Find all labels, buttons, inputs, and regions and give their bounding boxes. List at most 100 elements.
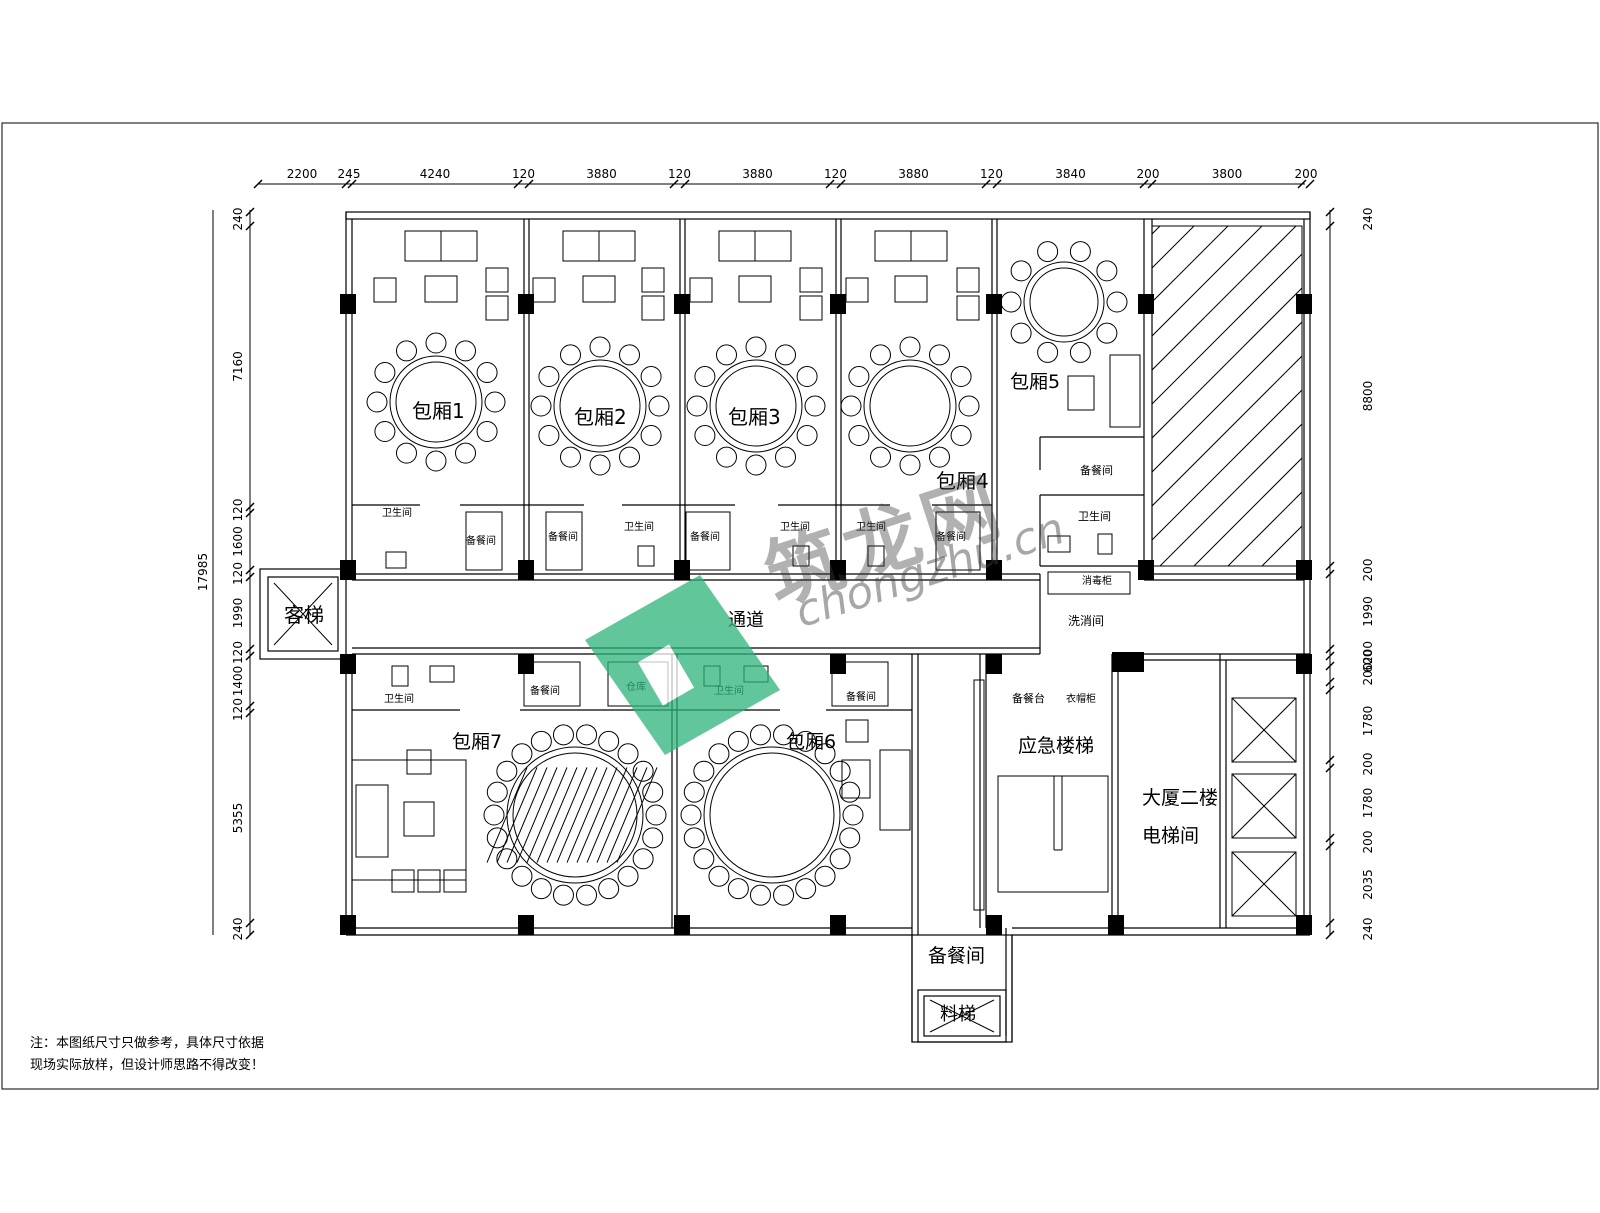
label-elevator-hall-2: 电梯间 — [1142, 825, 1199, 847]
hatch-line — [1159, 423, 1302, 566]
chair — [1069, 341, 1091, 363]
dim-tick — [513, 179, 523, 189]
dim-top-label: 200 — [1137, 167, 1160, 181]
dim-tick — [245, 644, 255, 654]
chair — [484, 391, 506, 413]
chair — [775, 446, 796, 468]
chair — [589, 336, 611, 358]
dim-tick — [245, 221, 255, 231]
chair — [795, 730, 817, 752]
chair — [716, 446, 737, 468]
table-hatch — [486, 767, 528, 863]
chair — [589, 454, 611, 476]
chair — [619, 446, 640, 468]
table-hatch — [586, 767, 628, 863]
chair — [538, 366, 560, 387]
table-hatch — [506, 767, 548, 863]
dim-left-label: 120 — [231, 698, 245, 721]
chair — [530, 730, 552, 752]
dim-left-label: 5355 — [231, 803, 245, 834]
table-top — [389, 355, 483, 449]
chair — [708, 865, 730, 887]
dining-tables — [366, 241, 1128, 906]
chair — [749, 884, 771, 906]
chair — [727, 730, 749, 752]
dim-left-label: 1990 — [231, 598, 245, 629]
hatch-line — [1152, 226, 1229, 303]
chair — [511, 743, 533, 765]
dim-tick — [1325, 661, 1335, 671]
chair — [745, 454, 767, 476]
label-toilet-right: 卫生间 — [1078, 509, 1111, 523]
dim-left-label: 7160 — [231, 351, 245, 382]
chair — [576, 724, 598, 746]
chair — [496, 848, 518, 870]
dim-tick — [347, 179, 357, 189]
dim-left-label: 120 — [231, 641, 245, 664]
column — [518, 915, 534, 935]
dim-tick — [1325, 918, 1335, 928]
chair — [694, 366, 716, 387]
dim-top-label: 3880 — [586, 167, 617, 181]
chair — [425, 332, 447, 354]
label-corridor: 通道 — [728, 610, 764, 631]
chair — [795, 878, 817, 900]
label-box1: 包厢1 — [412, 399, 465, 423]
chair — [929, 446, 950, 468]
column — [830, 560, 846, 580]
label-box3: 包厢3 — [728, 405, 781, 429]
dim-tick — [825, 179, 835, 189]
chair — [950, 366, 972, 387]
dim-tick — [245, 207, 255, 217]
chair — [632, 848, 654, 870]
hatch-line — [1261, 525, 1302, 566]
chair — [486, 781, 508, 803]
column — [340, 654, 356, 674]
dim-tick — [253, 179, 263, 189]
dim-top-label: 120 — [668, 167, 691, 181]
chair — [693, 760, 715, 782]
column — [674, 915, 690, 935]
chair — [455, 340, 476, 362]
chair — [496, 760, 518, 782]
dim-right-label: 240 — [1361, 208, 1375, 231]
column — [1296, 294, 1312, 314]
hatch-line — [1193, 457, 1302, 566]
chair — [552, 884, 574, 906]
dim-tick — [680, 179, 690, 189]
dim-tick — [1325, 677, 1335, 687]
column — [986, 654, 1002, 674]
dim-tick — [1325, 221, 1335, 231]
dim-tick — [1325, 833, 1335, 843]
chair — [829, 848, 851, 870]
chair — [483, 804, 505, 826]
table-top — [1023, 261, 1105, 343]
dim-tick — [669, 179, 679, 189]
dim-tick — [1325, 841, 1335, 851]
chair — [619, 344, 640, 366]
dim-top-label: 120 — [824, 167, 847, 181]
dim-top-label: 200 — [1295, 167, 1318, 181]
dim-tick — [1325, 930, 1335, 940]
dim-total-label: 17985 — [196, 553, 210, 591]
column — [1296, 915, 1312, 935]
dim-tick — [1325, 763, 1335, 773]
dim-right-label: 200 — [1361, 559, 1375, 582]
chair — [530, 395, 552, 417]
dim-tick — [1325, 561, 1335, 571]
chair — [617, 743, 639, 765]
chair — [708, 743, 730, 765]
label-pantry-outer: 备餐间 — [928, 945, 985, 967]
label-pantry-2: 备餐间 — [548, 530, 578, 543]
dim-tick — [1139, 179, 1149, 189]
label-disinfection-cabinet: 消毒柜 — [1082, 574, 1112, 587]
chair — [814, 865, 836, 887]
dim-tick — [1305, 179, 1315, 189]
column — [1108, 915, 1124, 935]
dim-tick — [992, 179, 1002, 189]
chair — [374, 362, 396, 383]
chair — [745, 336, 767, 358]
chair — [796, 425, 818, 446]
dim-left-label: 240 — [231, 208, 245, 231]
dim-right-label: 8800 — [1361, 381, 1375, 412]
